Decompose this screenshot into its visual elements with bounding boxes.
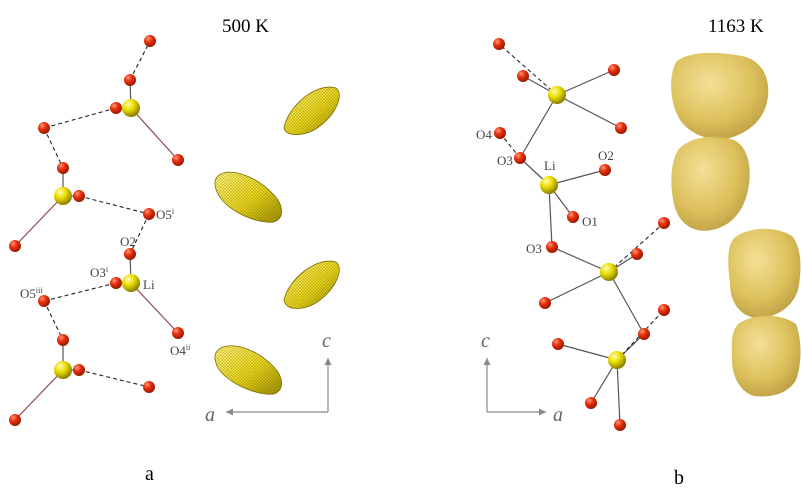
axis-c-label: c — [322, 330, 331, 352]
panel-a: 500 K a — [9, 16, 340, 485]
panel-b-lithium-atoms — [540, 86, 626, 369]
o-atom — [172, 327, 184, 339]
o-atom — [144, 35, 156, 47]
label-o2: O2 — [120, 234, 136, 249]
o-atom — [658, 217, 670, 229]
panel-a-oxygen-atoms — [9, 35, 184, 426]
axis-a-label: a — [205, 404, 215, 426]
label-o3-mid: O3 — [526, 241, 542, 256]
o-atom — [546, 241, 558, 253]
density-blob — [671, 52, 769, 140]
o-atom — [143, 381, 155, 393]
li-atom — [540, 176, 558, 194]
panel-a-hydrogen-bonds — [43, 40, 151, 388]
thermal-ellipsoid — [283, 86, 340, 136]
axis-c-label: c — [481, 330, 490, 352]
o-atom — [9, 414, 21, 426]
li-atom — [548, 86, 566, 104]
o-atom — [514, 152, 526, 164]
panel-b: 1163 K b — [476, 16, 801, 488]
o-atom — [614, 419, 626, 431]
label-o5iii: O5iii — [20, 286, 43, 301]
o-atom — [73, 364, 85, 376]
li-atom — [122, 99, 140, 117]
thermal-ellipsoid — [283, 260, 340, 309]
label-o2: O2 — [598, 148, 614, 163]
o-atom — [143, 208, 155, 220]
panel-b-atom-labels: O4 O3 Li O2 O1 O3 — [476, 127, 614, 256]
li-atom — [608, 351, 626, 369]
o-atom — [9, 240, 21, 252]
o-atom — [110, 102, 122, 114]
panel-a-axes: c a — [205, 330, 332, 426]
li-atom — [600, 263, 618, 281]
o-atom — [124, 74, 136, 86]
panel-b-density-map — [671, 52, 801, 397]
o-atom — [631, 248, 643, 260]
o-atom — [110, 277, 122, 289]
label-o4: O4 — [476, 127, 492, 142]
o-atom — [567, 211, 579, 223]
o-atom — [57, 162, 69, 174]
label-o3-top: O3 — [497, 153, 513, 168]
label-o1: O1 — [582, 214, 598, 229]
label-o4ii: O4ii — [170, 343, 191, 358]
o-atom — [172, 154, 184, 166]
panel-b-oxygen-atoms — [493, 38, 670, 431]
label-li: Li — [544, 158, 556, 173]
o-atom — [38, 295, 50, 307]
o-atom — [638, 328, 650, 340]
panel-a-thermal-ellipsoids — [214, 86, 340, 395]
density-blob — [728, 228, 801, 318]
o-atom — [599, 164, 611, 176]
density-blob — [671, 136, 750, 231]
li-atom — [54, 361, 72, 379]
o-atom — [517, 70, 529, 82]
axis-a-label: a — [553, 404, 563, 426]
panel-b-axes: c a — [481, 330, 563, 426]
o-atom — [658, 304, 670, 316]
o-atom — [38, 122, 50, 134]
li-atom — [122, 274, 140, 292]
o-atom — [615, 122, 627, 134]
li-atom — [54, 187, 72, 205]
panel-b-letter: b — [674, 467, 684, 488]
panel-a-atom-labels: O5i O2 O3i Li O5iii O4ii — [20, 207, 191, 358]
panel-b-temperature: 1163 K — [708, 16, 764, 37]
o-atom — [57, 334, 69, 346]
thermal-ellipsoid — [214, 345, 282, 395]
label-o5i: O5i — [156, 207, 175, 222]
o-atom — [539, 297, 551, 309]
panel-a-lithium-atoms — [54, 99, 140, 379]
o-atom — [552, 338, 564, 350]
density-blob — [731, 315, 801, 397]
o-atom — [608, 64, 620, 76]
o-atom — [494, 127, 506, 139]
label-o3i: O3i — [90, 265, 109, 280]
o-atom — [493, 38, 505, 50]
panel-a-temperature: 500 K — [222, 16, 269, 37]
o-atom — [124, 248, 136, 260]
o-atom — [585, 397, 597, 409]
o-atom — [73, 190, 85, 202]
panel-b-hydrogen-bonds — [498, 43, 665, 361]
thermal-ellipsoid — [214, 171, 282, 223]
panel-a-letter: a — [145, 463, 154, 485]
label-li: Li — [143, 277, 155, 292]
